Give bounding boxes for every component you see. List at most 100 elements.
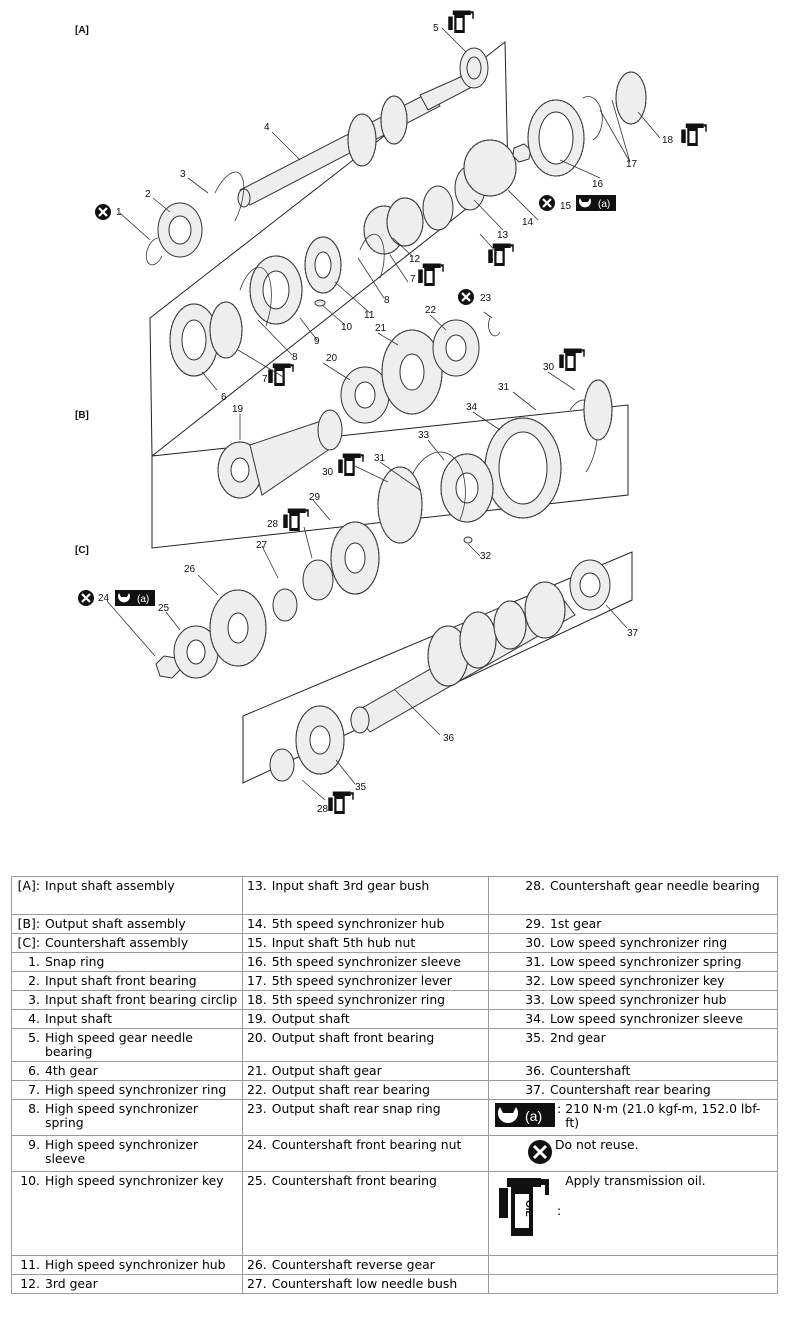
oil-symbol	[283, 508, 309, 531]
legend-item: 26.Countershaft reverse gear	[247, 1257, 435, 1272]
section-label-b: [B]	[75, 410, 89, 421]
torque-wrench-icon: (a)	[495, 1103, 555, 1127]
parts-legend-table: [A]:Input shaft assembly 13.Input shaft …	[11, 876, 778, 1294]
oil-symbol	[418, 263, 444, 286]
legend-item: 32.Low speed synchronizer key	[525, 973, 725, 988]
callout-7: 7	[410, 274, 416, 285]
callout-9: 9	[314, 336, 320, 347]
callout-23: 23	[480, 293, 492, 304]
callout-30: 30	[543, 362, 555, 373]
legend-item: 31.Low speed synchronizer spring	[525, 954, 742, 969]
callout-11: 11	[364, 310, 375, 321]
callout-34: 34	[466, 402, 478, 413]
no-reuse-icon	[537, 193, 557, 213]
legend-item: 23.Output shaft rear snap ring	[247, 1101, 441, 1116]
oil-symbol	[448, 10, 474, 33]
section-label-a: [A]	[75, 25, 89, 36]
callout-25: 25	[158, 603, 170, 614]
legend-item: 15.Input shaft 5th hub nut	[247, 935, 416, 950]
legend-item: 28.Countershaft gear needle bearing	[525, 878, 760, 893]
input-shaft-assembly	[145, 47, 647, 377]
legend-item: 11.High speed synchronizer hub	[20, 1257, 226, 1272]
callout-29: 29	[309, 492, 321, 503]
callout-27: 27	[256, 540, 268, 551]
section-label-c: [C]	[75, 545, 89, 556]
legend-item: 9.High speed synchronizer sleeve	[28, 1137, 199, 1166]
legend-item: 3.Input shaft front bearing circlip	[28, 992, 238, 1007]
callout-24: 24	[98, 593, 110, 604]
callout-20: 20	[326, 353, 338, 364]
callout-8: 8	[384, 295, 390, 306]
legend-item: 33.Low speed synchronizer hub	[525, 992, 727, 1007]
callout-12: 12	[409, 254, 421, 265]
callout-35: 35	[355, 782, 367, 793]
callout-30: 30	[322, 467, 334, 478]
callout-21: 21	[375, 323, 387, 334]
callout-18: 18	[662, 135, 674, 146]
callout-36: 36	[443, 733, 455, 744]
legend-item: 27.Countershaft low needle bush	[247, 1276, 458, 1291]
oil-can-icon: OIL	[499, 1178, 549, 1236]
legend-item: 36.Countershaft	[525, 1063, 631, 1078]
callout-13: 13	[497, 230, 509, 241]
legend-item: 10.High speed synchronizer key	[20, 1173, 224, 1188]
legend-item: 29.1st gear	[525, 916, 602, 931]
svg-text:(a): (a)	[137, 594, 149, 605]
callout-6: 6	[221, 392, 227, 403]
legend-item: 35.2nd gear	[525, 1030, 606, 1045]
legend-item: 1.Snap ring	[28, 954, 105, 969]
callout-2: 2	[145, 189, 151, 200]
callout-26: 26	[184, 564, 196, 575]
callout-7: 7	[262, 374, 268, 385]
oil-symbol	[559, 348, 585, 371]
countershaft-assembly	[155, 521, 611, 782]
no-reuse-icon	[93, 202, 113, 222]
callout-28: 28	[317, 804, 329, 815]
legend-item: 20.Output shaft front bearing	[247, 1030, 435, 1045]
legend-item: 7.High speed synchronizer ring	[28, 1082, 227, 1097]
callout-14: 14	[522, 217, 534, 228]
output-shaft-assembly	[217, 319, 613, 544]
oil-symbol	[328, 791, 354, 814]
legend-item: 2.Input shaft front bearing	[28, 973, 197, 988]
callout-8: 8	[292, 352, 298, 363]
callout-37: 37	[627, 628, 639, 639]
torque-symbol: (a)	[115, 590, 155, 606]
legend-oil-row: OIL : Apply transmission oil.	[493, 1174, 773, 1240]
callout-15: 15	[560, 201, 572, 212]
callout-28: 28	[267, 519, 279, 530]
legend-item: 12.3rd gear	[20, 1276, 98, 1291]
callout-5: 5	[488, 254, 494, 265]
oil-symbol	[338, 453, 364, 476]
legend-item: 13.Input shaft 3rd gear bush	[247, 878, 430, 893]
oil-symbol	[268, 363, 294, 386]
callout-10: 10	[341, 322, 353, 333]
callout-1: 1	[116, 207, 122, 218]
legend-item: [B]:Output shaft assembly	[17, 916, 186, 931]
legend-item: 4.Input shaft	[28, 1011, 112, 1026]
torque-spec: 210 N·m (21.0 kgf-m, 152.0 lbf-ft)	[565, 1101, 761, 1130]
callout-16: 16	[592, 179, 604, 190]
legend-item: 22.Output shaft rear bearing	[247, 1082, 430, 1097]
callout-17: 17	[626, 159, 638, 170]
svg-text:OIL: OIL	[523, 1200, 534, 1217]
callout-5: 5	[433, 23, 439, 34]
oil-symbol	[681, 123, 707, 146]
legend-item: 14.5th speed synchronizer hub	[247, 916, 445, 931]
legend-item: 19.Output shaft	[247, 1011, 350, 1026]
legend-item: 18.5th speed synchronizer ring	[247, 992, 446, 1007]
torque-symbol: (a)	[576, 195, 616, 211]
legend-item: 5.High speed gear needle bearing	[28, 1030, 193, 1059]
legend-item: [A]:Input shaft assembly	[17, 878, 175, 893]
callout-3: 3	[180, 169, 186, 180]
callout-32: 32	[480, 551, 492, 562]
legend-item: [C]:Countershaft assembly	[17, 935, 189, 950]
plane-output-shaft	[151, 404, 629, 549]
legend-item: 16.5th speed synchronizer sleeve	[247, 954, 461, 969]
legend-item: 25.Countershaft front bearing	[247, 1173, 437, 1188]
callout-19: 19	[232, 404, 244, 415]
legend-item: 21.Output shaft gear	[247, 1063, 382, 1078]
legend-item: 17.5th speed synchronizer lever	[247, 973, 452, 988]
callout-33: 33	[418, 430, 430, 441]
legend-item: 8.High speed synchronizer spring	[28, 1101, 199, 1130]
